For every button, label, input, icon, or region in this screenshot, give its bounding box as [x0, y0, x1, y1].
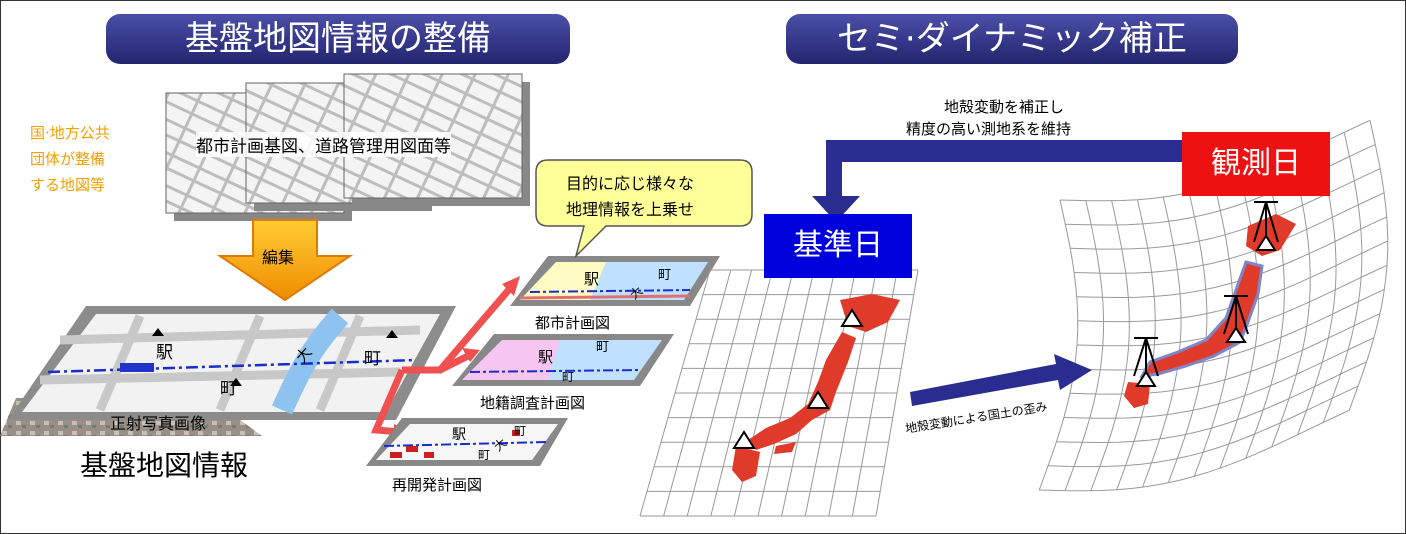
- base-map-town-label-1: 町: [364, 349, 381, 369]
- observed-survey-points: [1133, 201, 1279, 387]
- right-banner: セミ·ダイナミック補正: [786, 14, 1238, 64]
- overlay-3-caption: 再開発計画図: [392, 476, 483, 494]
- overlay-2-town-2: 町: [562, 370, 575, 384]
- correction-note-line-2: 精度の高い測地系を維持: [906, 120, 1072, 138]
- overlay-1-caption: 都市計画図: [535, 314, 611, 332]
- reference-survey-points: [732, 308, 864, 449]
- correction-note-line-1: 地殻変動を補正し: [944, 98, 1065, 116]
- overlay-1-town: 町: [658, 268, 672, 283]
- base-map-caption: 基盤地図情報: [80, 449, 249, 482]
- source-maps-caption: 都市計画基図、道路管理用図面等: [196, 132, 451, 157]
- base-map-station-label: 駅: [156, 343, 173, 363]
- overlay-map-2: [452, 334, 674, 386]
- observation-date-label: 観測日: [1182, 132, 1330, 196]
- edit-label: 編集: [262, 248, 295, 267]
- distortion-arrow: [910, 354, 1092, 406]
- overlay-3-town-1: 町: [514, 424, 527, 438]
- source-map-sheets: [165, 73, 530, 221]
- overlay-3-station: 駅: [452, 427, 466, 443]
- japan-map-reference: [732, 294, 900, 482]
- source-label-line-1: 国·地方公共: [30, 124, 110, 142]
- overlay-1-station: 駅: [584, 270, 600, 288]
- reference-grid: [639, 269, 919, 517]
- overlay-2-town-1: 町: [596, 340, 610, 355]
- overlay-3-town-2: 町: [478, 448, 491, 462]
- base-map: [0, 306, 456, 436]
- source-label-line-2: 団体が整備: [30, 150, 106, 168]
- overlay-2-station: 駅: [538, 348, 554, 366]
- overlay-2-caption: 地籍調査計画図: [480, 394, 586, 412]
- callout-line-1: 目的に応じ様々な: [566, 174, 695, 193]
- overlay-map-3: [366, 418, 568, 466]
- reference-date-label: 基準日: [764, 214, 912, 278]
- base-map-town-label-2: 町: [220, 379, 237, 399]
- base-map-photo-label: 正射写真画像: [110, 414, 207, 433]
- callout-bubble: [535, 159, 753, 259]
- source-label-line-3: する地図等: [30, 176, 106, 194]
- left-banner: 基盤地図情報の整備: [106, 14, 570, 64]
- correction-arrow: [812, 140, 1212, 222]
- edit-arrow: [216, 219, 354, 302]
- overlay-map-1: [510, 256, 720, 306]
- callout-line-2: 地理情報を上乗せ: [566, 200, 695, 219]
